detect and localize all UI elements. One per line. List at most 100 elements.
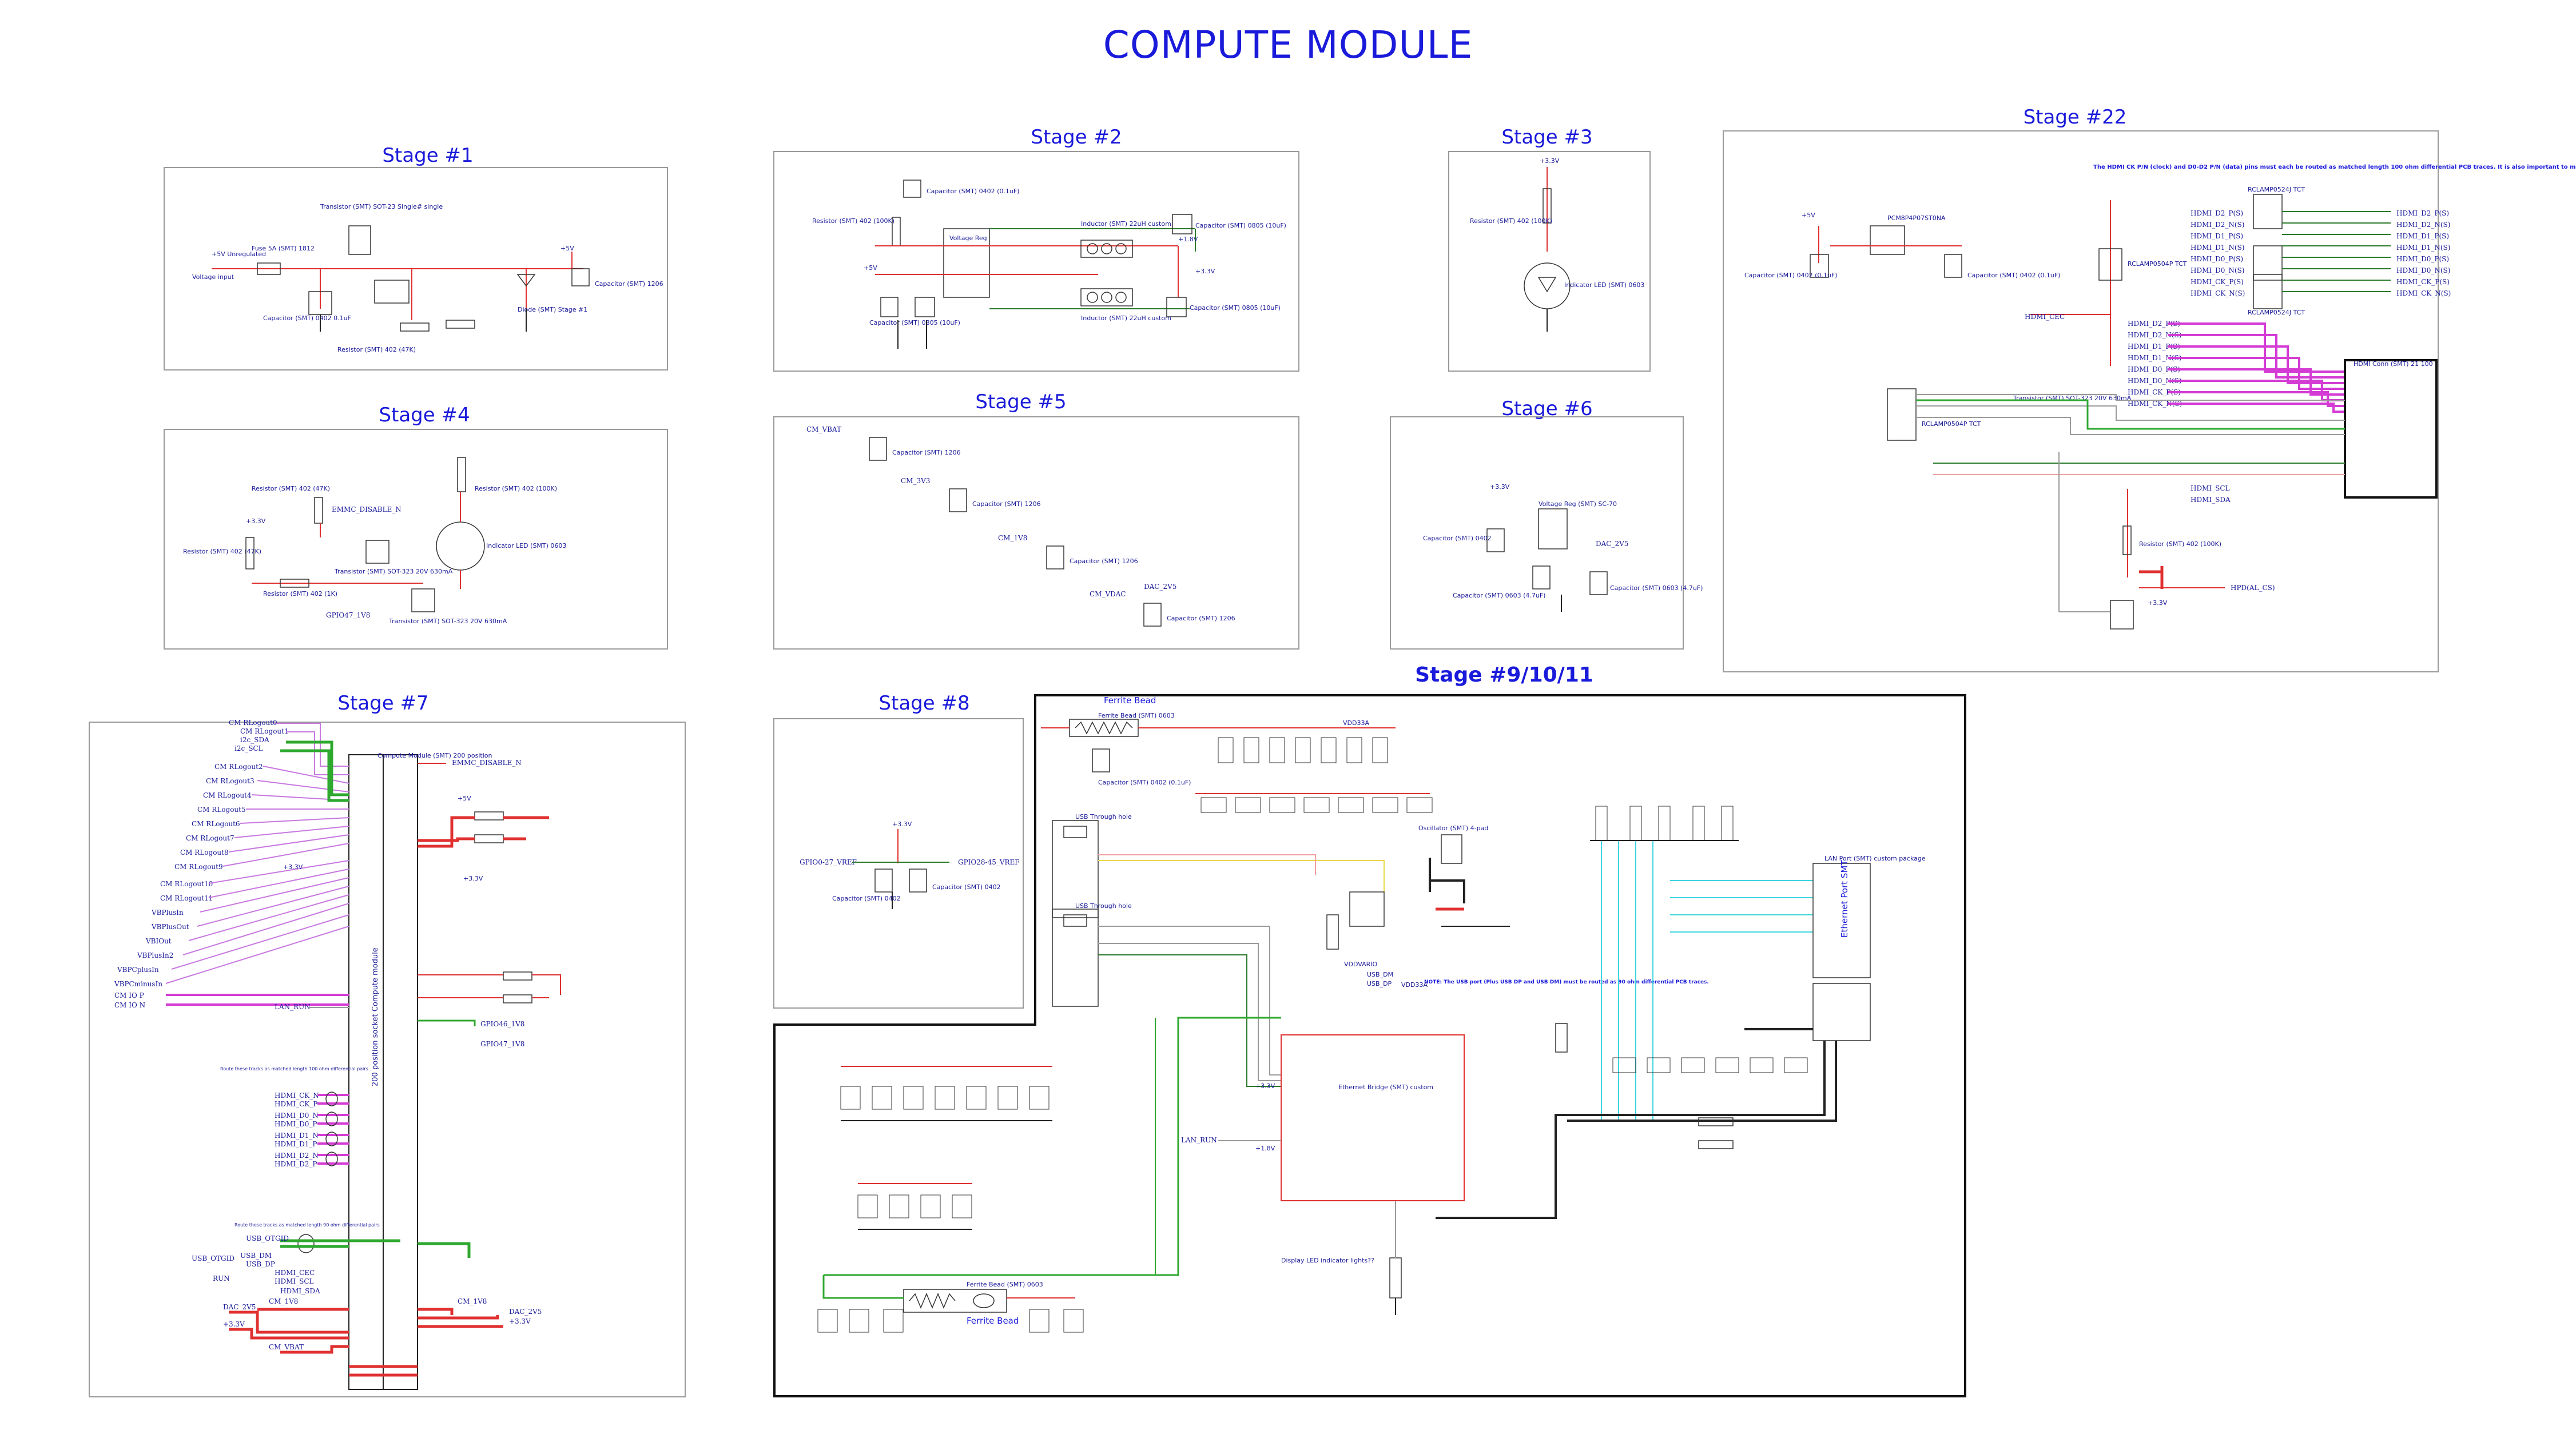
s4-res2-label: Resistor (SMT) 402 (47K) (183, 548, 261, 555)
s2-cap-right1 (1172, 214, 1192, 234)
s22-right-net-1: HDMI_D2_N(S) (2396, 221, 2450, 229)
s7-left-net-2: i2c_SDA (240, 736, 269, 744)
stage-1-frame (164, 167, 668, 371)
s5-cap3 (1046, 545, 1064, 569)
s22-cap-mid (1944, 254, 1962, 278)
s9-ferrite-bottom-zigzag (909, 1293, 956, 1309)
s7-left-net-7: CM RLogout5 (197, 806, 246, 814)
s9-usb2-label: USB Through hole (1075, 902, 1132, 910)
s7-usb-dm-label: USB_DM (240, 1252, 272, 1260)
stage-4-circuit: Resistor (SMT) 402 (47K) EMMC_DISABLE_N … (183, 457, 566, 625)
s1-cap2-label: Capacitor (SMT) 1206 (595, 280, 663, 288)
s9-res-vertical (1326, 914, 1339, 950)
s7-3v3-left-label: +3.3V (283, 863, 303, 871)
s7-left-net-11: CM RLogout9 (174, 863, 223, 871)
s6-cap2-label: Capacitor (SMT) 0603 (4.7uF) (1453, 592, 1545, 599)
s6-3v3-label: +3.3V (1490, 483, 1510, 491)
s22-mid-net-7: HDMI_CK_N(S) (2128, 400, 2182, 408)
page-title: COMPUTE MODULE (1103, 23, 1473, 67)
s22-right-net-4: HDMI_D0_P(S) (2396, 255, 2449, 263)
stage-9-10-11-frame (773, 694, 1966, 1397)
s9-crystal-label: Oscillator (SMT) 4-pad (1418, 824, 1488, 832)
s3-led-symbol (1537, 277, 1557, 293)
s22-esd-left (1887, 388, 1917, 441)
s9-ethernet-bridge (1281, 1034, 1465, 1201)
s22-right-net-7: HDMI_CK_N(S) (2396, 289, 2451, 297)
s9-cap-row-right (1612, 1057, 1808, 1073)
s7-left-net-3: i2c_SCL (234, 744, 263, 752)
s22-res-label: Resistor (SMT) 402 (100K) (2139, 540, 2221, 548)
s8-3v3-label: +3.3V (892, 820, 912, 828)
s2-cap-right2 (1166, 297, 1187, 317)
s22-right-net-3: HDMI_D1_N(S) (2396, 244, 2450, 252)
s9-note: NOTE: The USB port (Plus USB DP and USB … (1424, 979, 1709, 985)
s2-regulator (943, 228, 990, 298)
stage-1-title: Stage #1 (382, 144, 474, 167)
s7-hdmi-net-2: HDMI_D0_N (275, 1112, 319, 1120)
s9-ferrite-bot-pn: Ferrite Bead (SMT) 0603 (967, 1281, 1043, 1288)
s7-3v3-left-net: +3.3V (223, 1320, 245, 1328)
stage-7-title: Stage #7 (337, 692, 429, 715)
s4-res3-label: Resistor (SMT) 402 (100K) (475, 485, 557, 492)
s5-vbat-label: CM_VBAT (806, 425, 841, 433)
s22-left-net-2: HDMI_D1_P(S) (2191, 232, 2243, 240)
s7-note2: Route these tracks as matched length 90 … (234, 1222, 380, 1228)
s22-esd3b-label: RCLAMP0504P TCT (1922, 420, 1981, 428)
s5-1v8-label: CM_1V8 (998, 534, 1027, 542)
stage-1-circuit: +5V Unregulated Voltage input Fuse 5A (S… (192, 203, 663, 353)
s9-eth-port-pn: LAN Port (SMT) custom package (1824, 855, 1926, 862)
s9-cap-note: Capacitor (SMT) 0402 (0.1uF) (1098, 779, 1191, 786)
s7-gpio46-label: GPIO46_1V8 (480, 1020, 524, 1028)
s7-left-nets: CM RLogout0 CM RLogout1 i2c_SDA i2c_SCL … (114, 719, 289, 1009)
s9-ferrite-top-label: Ferrite Bead (1104, 695, 1156, 706)
s7-left-net-15: VBPlusOut (151, 923, 189, 931)
s1-res-label: Resistor (SMT) 402 (47K) (337, 346, 416, 353)
s8-cap2-label: Capacitor (SMT) 0402 (932, 883, 1001, 891)
s9-display-led (1389, 1257, 1402, 1298)
s4-transistor2 (411, 588, 435, 612)
s7-usb-otg-label: USB_OTGID (246, 1234, 289, 1242)
s7-1v8-left-label: CM_1V8 (269, 1297, 298, 1305)
s7-hdmi-net-0: HDMI_CK_N (275, 1092, 319, 1100)
s1-diode-label: Diode (SMT) Stage #1 (518, 306, 587, 313)
s22-mid-nets: HDMI_D2_P(S) HDMI_D2_N(S) HDMI_D1_P(S) H… (2128, 320, 2345, 413)
s2-5v-label: +5V (864, 264, 877, 272)
s22-left-net-6: HDMI_CK_P(S) (2191, 278, 2244, 286)
s7-left-net-5: CM RLogout3 (206, 777, 255, 785)
s9-res-block (1349, 891, 1385, 927)
stage-22-frame (1723, 130, 2439, 672)
s1-cap-label: Capacitor (SMT) 0402 0.1uF (263, 314, 351, 322)
stage-3-circuit: +3.3V Resistor (SMT) 402 (100K) Indicato… (1470, 157, 1644, 332)
stage-7-circuit: Compute Module (SMT) 200 position 200 po… (114, 719, 561, 1390)
s4-led-label: Indicator LED (SMT) 0603 (486, 542, 566, 549)
s4-res1 (314, 497, 323, 524)
s1-resistor-2 (446, 320, 475, 329)
stage-3-title: Stage #3 (1501, 126, 1593, 149)
s2-cap-right2-label: Capacitor (SMT) 0805 (10uF) (1190, 304, 1281, 312)
s9-3v3-label: +3.3V (1255, 1082, 1275, 1090)
stage-9-circuit: Ferrite Bead Ferrite Bead (SMT) 0603 VDD… (817, 695, 1926, 1333)
s9-ethernet-port (1812, 863, 1871, 978)
s22-scl-label: HDMI_SCL (2191, 484, 2230, 492)
s7-left-net-1: CM RLogout1 (240, 727, 289, 735)
s9-1v8-label: +1.8V (1255, 1145, 1275, 1152)
s7-hdmi-net-5: HDMI_D1_P (275, 1140, 317, 1148)
s22-note: The HDMI CK P/N (clock) and D0-D2 P/N (d… (2093, 164, 2576, 170)
s22-left-net-4: HDMI_D0_P(S) (2191, 255, 2243, 263)
s9-cap-row-mid (1200, 797, 1433, 813)
s6-dac-label: DAC_2V5 (1596, 540, 1628, 548)
s8-cap2 (909, 869, 927, 893)
s5-cap3-label: Capacitor (SMT) 1206 (1070, 557, 1138, 565)
s1-transistor (348, 225, 371, 255)
s8-gpio-out-label: GPIO28-45_VREF (958, 858, 1020, 866)
s7-module-label: Compute Module (SMT) 200 position (377, 752, 492, 759)
s9-res-r4 (1698, 1140, 1734, 1149)
s22-mid-net-1: HDMI_D2_N(S) (2128, 331, 2181, 339)
s2-cap-bottom (915, 297, 935, 317)
s6-cap3-label: Capacitor (SMT) 0603 (4.7uF) (1610, 584, 1703, 592)
s22-hdmi-conn-label: HDMI Conn (SMT) 21 100 (2354, 360, 2433, 368)
s2-cap-right1-label: Capacitor (SMT) 0805 (10uF) (1195, 222, 1286, 229)
s7-left-net-6: CM RLogout4 (203, 791, 252, 799)
stage-3-frame (1448, 151, 1651, 372)
